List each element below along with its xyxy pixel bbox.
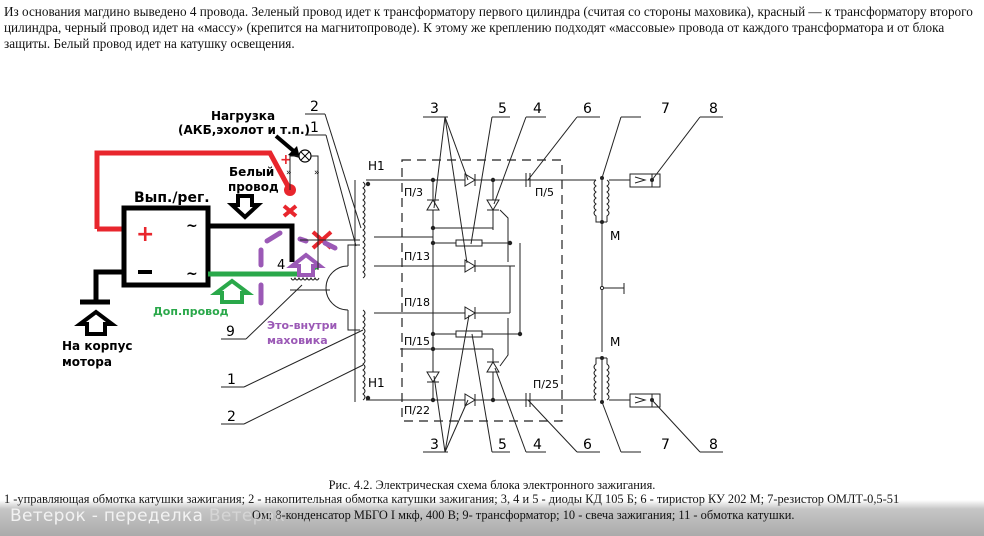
intro-paragraph: Из основания магдино выведено 4 провода.… xyxy=(4,4,973,51)
cut-mark-upper xyxy=(282,204,298,218)
capacitor-top xyxy=(525,173,531,187)
callout-6-bottom: 6 xyxy=(583,437,592,453)
callout-3-top: 3 xyxy=(430,101,439,117)
inside-flywheel-label-2: маховика xyxy=(267,334,328,347)
inside-flywheel-up-arrow xyxy=(286,252,326,277)
white-wire-label-2: провод xyxy=(228,180,279,194)
load-pointer-arrowhead xyxy=(288,146,300,158)
thyristor-bottom xyxy=(486,361,500,373)
rectifier-label: Вып./рег. xyxy=(134,190,210,206)
capacitor-bottom xyxy=(525,393,531,407)
green-up-arrow xyxy=(210,278,254,304)
callout-8-top: 8 xyxy=(709,101,718,117)
diode-3-top xyxy=(464,173,476,187)
diode-3-bottom xyxy=(464,393,476,407)
callout-1-bottom: 1 xyxy=(227,372,236,388)
ignition-coil-bottom-secondary xyxy=(606,358,610,401)
ignition-coil-top-primary xyxy=(593,179,607,223)
callout-5-top: 5 xyxy=(498,101,507,117)
flywheel-hub xyxy=(325,265,349,311)
pin-p22: П/22 xyxy=(404,404,430,417)
callout-9: 9 xyxy=(226,324,235,340)
figure-caption-legend-line-2: Ом; 8-конденсатор МБГО I мкф, 400 В; 9- … xyxy=(252,508,795,522)
rectifier-box xyxy=(121,205,211,288)
white-wire-label-1: Белый xyxy=(229,165,274,179)
red-wire xyxy=(94,150,293,229)
pin-p15: П/15 xyxy=(404,335,430,348)
diode-3-lower xyxy=(464,306,476,320)
pin-p18: П/18 xyxy=(404,296,430,309)
watermark: Ветерок - переделка Ветерок xyxy=(10,506,285,526)
watermark-ghost: Ветерок xyxy=(208,506,285,526)
rectifier-ac-bottom: ~ xyxy=(186,266,198,282)
lamp-icon xyxy=(298,149,312,163)
pin-m-top: М xyxy=(610,229,620,243)
pin-h1-bottom: Н1 xyxy=(368,376,385,390)
rectifier-minus xyxy=(138,270,152,274)
callout-6-top: 6 xyxy=(583,101,592,117)
ground-up-arrow xyxy=(74,309,118,336)
callout-7-bottom: 7 xyxy=(661,437,670,453)
callout-2-bottom: 2 xyxy=(227,409,236,425)
resistor-bottom xyxy=(455,330,483,338)
ignition-coil-bottom-primary xyxy=(593,357,607,401)
figure-caption-title: Рис. 4.2. Электрическая схема блока элек… xyxy=(328,478,656,492)
ground-label-1: На корпус xyxy=(62,339,133,353)
coil-upper xyxy=(362,181,366,279)
connector-glyph: » xyxy=(286,168,292,178)
callout-2-top: 2 xyxy=(310,99,319,115)
thyristor-top xyxy=(486,199,500,211)
white-wire xyxy=(208,223,295,262)
transformer-9 xyxy=(290,276,320,281)
diode-4-bottom xyxy=(426,371,440,383)
callout-4-left: 4 xyxy=(277,258,285,273)
callout-7-top: 7 xyxy=(661,101,670,117)
spark-plug-bottom xyxy=(629,393,661,408)
rectifier-plus: + xyxy=(136,222,154,247)
ground-wire xyxy=(93,269,124,302)
pin-m-bottom: М xyxy=(610,335,620,349)
load-plus-sign: + xyxy=(280,152,292,168)
callout-3-bottom: 3 xyxy=(430,437,439,453)
callout-5-bottom: 5 xyxy=(498,437,507,453)
callout-4-top: 4 xyxy=(533,101,542,117)
watermark-text: Ветерок - переделка xyxy=(10,506,204,526)
inside-flywheel-label-1: Это-внутри xyxy=(267,319,337,332)
diode-3-mid xyxy=(464,259,476,273)
watermark-bar xyxy=(0,500,984,536)
diode-4-top xyxy=(426,199,440,211)
white-wire-down-arrow xyxy=(226,194,264,220)
rectifier-ac-top: ~ xyxy=(186,218,198,234)
coil-lower xyxy=(362,309,366,401)
resistor-top xyxy=(455,239,483,247)
callout-4-bottom: 4 xyxy=(533,437,542,453)
schematic-diagram: + Вып./рег. + ~ ~ Доп.провод Белый прово… xyxy=(62,99,723,453)
connector-glyph: » xyxy=(314,168,320,178)
spark-plug-top xyxy=(629,173,661,188)
callout-1-top: 1 xyxy=(310,120,319,136)
electronic-block-outline xyxy=(401,159,563,422)
pin-h1-top: Н1 xyxy=(368,159,385,173)
pin-p13: П/13 xyxy=(404,250,430,263)
pin-p25: П/25 xyxy=(533,378,559,391)
extra-wire-label: Доп.провод xyxy=(153,305,229,318)
load-detail-label: (АКБ,эхолот и т.п.) xyxy=(178,123,310,137)
pin-p3: П/3 xyxy=(404,186,423,199)
load-pointer-arrow xyxy=(274,134,298,155)
ignition-coil-top-secondary xyxy=(606,179,610,222)
load-wire-right xyxy=(311,155,319,238)
callout-8-bottom: 8 xyxy=(709,437,718,453)
pin-p5: П/5 xyxy=(535,186,554,199)
load-label: Нагрузка xyxy=(211,109,275,123)
load-wire-left xyxy=(289,155,299,190)
ground-label-2: мотора xyxy=(62,355,112,369)
